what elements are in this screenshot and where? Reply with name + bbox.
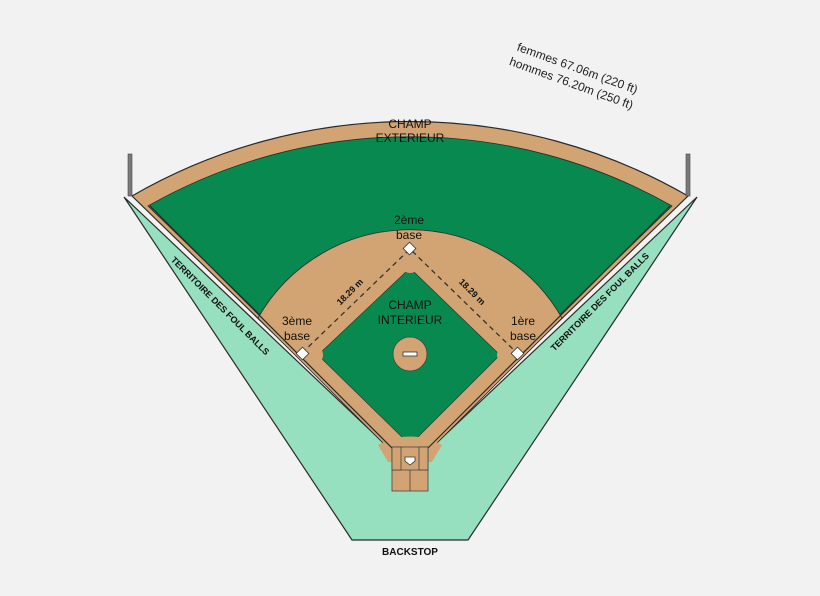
batters-box-right — [418, 446, 429, 471]
third-base — [295, 346, 310, 361]
pitchers-plate — [402, 351, 418, 357]
outfield-label-line2: EXTERIEUR — [376, 131, 445, 145]
right-foul-line — [415, 205, 671, 461]
second-base-label-line1: 2ème — [394, 213, 424, 227]
third-base-label-line1: 3ème — [282, 314, 312, 328]
second-base-label-line2: base — [396, 228, 422, 242]
left-foul-line — [149, 205, 405, 461]
second-base-cutout — [399, 251, 421, 273]
third-base-cutout — [301, 344, 323, 366]
batters-box-left — [391, 446, 402, 471]
right-foul-pole — [685, 153, 691, 197]
second-base — [402, 241, 417, 256]
third-base-label-line2: base — [284, 329, 310, 343]
first-base-label-line1: 1ère — [511, 314, 535, 328]
home-plate — [404, 456, 416, 466]
first-base — [510, 346, 525, 361]
infield-label-line1: CHAMP — [388, 298, 431, 312]
first-base-label-line2: base — [510, 329, 536, 343]
base-path — [301, 248, 518, 354]
infield-label-line2: INTERIEUR — [378, 313, 443, 327]
backstop-label: BACKSTOP — [382, 547, 438, 558]
first-base-cutout — [497, 344, 519, 366]
left-foul-pole — [127, 153, 133, 197]
outfield-label-line1: CHAMP — [388, 117, 431, 131]
